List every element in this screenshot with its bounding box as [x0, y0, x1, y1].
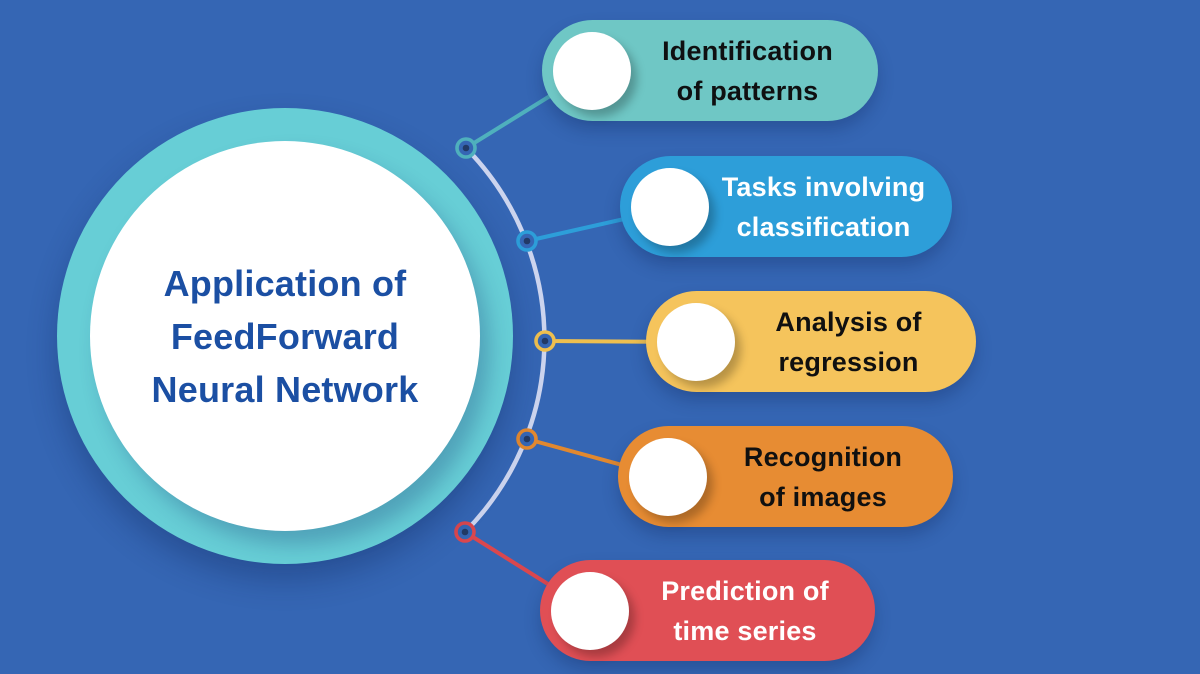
connector-node-regression: [534, 330, 556, 352]
pill-label-line: time series: [673, 615, 817, 646]
node-dot-icon: [523, 435, 531, 443]
topic-title-line: Neural Network: [151, 368, 419, 410]
pill-label: Identification of patterns: [631, 31, 878, 111]
pill-label-line: regression: [778, 346, 919, 377]
node-dot-icon: [462, 144, 470, 152]
branch-pill-tasks-involving-classification: Tasks involving classification: [620, 156, 952, 257]
pill-label-line: Identification: [662, 35, 833, 66]
branch-pill-analysis-of-regression: Analysis of regression: [646, 291, 976, 392]
central-topic-title: Application of FeedForward Neural Networ…: [152, 257, 419, 416]
pill-label-line: classification: [736, 211, 911, 242]
pill-label-line: Analysis of: [775, 306, 922, 337]
node-dot-icon: [523, 237, 531, 245]
pill-label-line: of patterns: [676, 75, 819, 106]
pill-bullet-circle: [551, 571, 629, 650]
pill-label: Analysis of regression: [735, 302, 976, 382]
connector-node-time-series: [454, 521, 476, 543]
pill-label: Recognition of images: [707, 437, 953, 517]
topic-title-line: Application of: [163, 262, 407, 304]
branch-pill-prediction-of-time-series: Prediction of time series: [540, 560, 875, 661]
node-dot-icon: [461, 528, 469, 536]
pill-label-line: Tasks involving: [721, 171, 926, 202]
central-topic-circle: Application of FeedForward Neural Networ…: [90, 141, 480, 531]
pill-label-line: Prediction of: [661, 575, 829, 606]
pill-bullet-circle: [629, 437, 707, 516]
connector-node-images: [516, 428, 538, 450]
pill-label-line: Recognition: [743, 441, 903, 472]
branch-pill-recognition-of-images: Recognition of images: [618, 426, 953, 527]
connector-node-identification: [455, 137, 477, 159]
pill-bullet-circle: [631, 167, 709, 246]
pill-label-line: of images: [759, 481, 887, 512]
connector-node-classification: [516, 230, 538, 252]
node-dot-icon: [541, 337, 549, 345]
pill-label: Tasks involving classification: [709, 167, 952, 247]
pill-bullet-circle: [553, 31, 631, 110]
branch-pill-identification-of-patterns: Identification of patterns: [542, 20, 878, 121]
topic-title-line: FeedForward: [170, 315, 400, 357]
pill-bullet-circle: [657, 302, 735, 381]
pill-label: Prediction of time series: [629, 571, 875, 651]
central-topic-ring: Application of FeedForward Neural Networ…: [57, 108, 513, 564]
